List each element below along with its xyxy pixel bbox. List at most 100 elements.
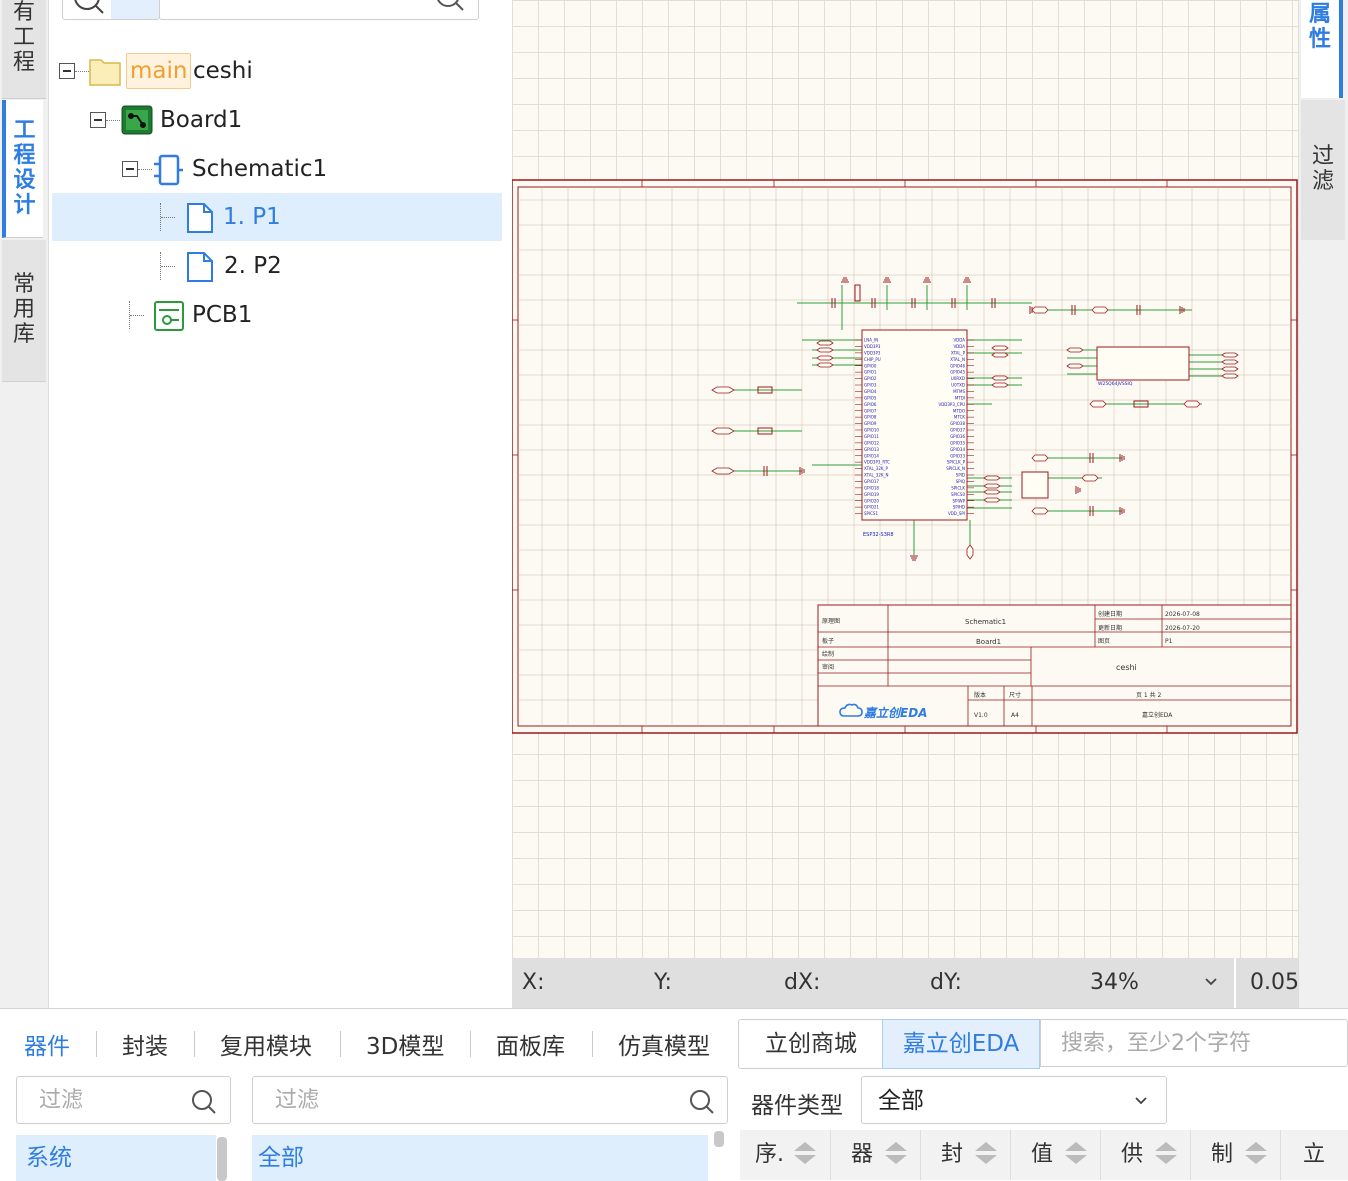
chip-pins-left: LNA_INVDD3P3VDD3P3CHIP_PUGPIO0GPIO1GPIO2… bbox=[855, 338, 890, 516]
tree-toolbar bbox=[62, 0, 160, 20]
chip-pin-label: SPID bbox=[956, 473, 965, 478]
subcategory-item-all[interactable]: 全部 bbox=[252, 1135, 708, 1181]
col-header-footprint[interactable]: 封 bbox=[921, 1130, 1011, 1180]
chip-pin-label: VDD3P3 bbox=[864, 344, 881, 349]
tree-item-page-p1[interactable]: 1. P1 bbox=[52, 193, 502, 241]
tree-item-page-p2[interactable]: 2. P2 bbox=[52, 242, 502, 290]
chip-pin-label: MTDO bbox=[953, 408, 965, 413]
collapse-icon[interactable] bbox=[90, 112, 106, 128]
divider bbox=[470, 1031, 471, 1057]
sort-desc-icon bbox=[1245, 1155, 1267, 1164]
project-tree-panel: main ceshi Board1 Schematic1 1. P1 2. P2… bbox=[49, 0, 510, 1008]
chip-pin-label: SPICS0 bbox=[951, 492, 965, 497]
tab-all-projects[interactable]: 有 工 程 bbox=[2, 0, 46, 99]
col-header-device[interactable]: 器 bbox=[831, 1130, 921, 1180]
tb-created-label: 创建日期 bbox=[1098, 610, 1122, 618]
col-label: 序. bbox=[755, 1142, 784, 1167]
col-header-value[interactable]: 值 bbox=[1011, 1130, 1101, 1180]
source-jlceda-button[interactable]: 嘉立创EDA bbox=[882, 1019, 1040, 1069]
scrollbar[interactable] bbox=[217, 1137, 227, 1181]
tree-connector bbox=[130, 315, 144, 316]
zoom-select[interactable]: 34% bbox=[1072, 958, 1232, 1008]
tab-filter[interactable]: 过 滤 bbox=[1301, 100, 1345, 240]
chip-pin-label: U0TXD bbox=[951, 383, 965, 388]
col-header-supplier[interactable]: 供 bbox=[1101, 1130, 1191, 1180]
category-item-system[interactable]: 系统 bbox=[16, 1135, 216, 1181]
col-header-manufacturer[interactable]: 制 bbox=[1191, 1130, 1281, 1180]
sort-desc-icon bbox=[794, 1155, 816, 1164]
dx-readout: dX: bbox=[784, 970, 821, 995]
chip-pin-label: GPIO6 bbox=[864, 402, 877, 407]
collapse-icon[interactable] bbox=[122, 161, 138, 177]
lib-tab-panel-lib[interactable]: 面板库 bbox=[496, 1034, 565, 1060]
chip-pin-label: SPICLK bbox=[951, 485, 965, 490]
lib-tab-3d-models[interactable]: 3D模型 bbox=[366, 1034, 445, 1060]
tb-page-of: 页 1 共 2 bbox=[1136, 691, 1162, 699]
tb-size: A4 bbox=[1011, 712, 1019, 719]
chip-pin-label: GPIO37 bbox=[950, 428, 965, 433]
lib-tab-devices[interactable]: 器件 bbox=[24, 1034, 70, 1060]
tree-item-project[interactable]: main ceshi bbox=[49, 47, 502, 95]
chip-pin-label: SPICS1 bbox=[864, 511, 878, 516]
tab-char: 属 bbox=[1308, 2, 1331, 27]
chip-pin-label: XTAL_N bbox=[950, 357, 965, 362]
tb-updated-label: 更新日期 bbox=[1098, 624, 1122, 632]
tree-item-pcb[interactable]: PCB1 bbox=[49, 291, 502, 339]
tab-char: 工 bbox=[13, 118, 36, 143]
sort-desc-icon bbox=[885, 1155, 907, 1164]
collapse-icon[interactable] bbox=[59, 63, 75, 79]
device-type-select[interactable]: 全部 bbox=[861, 1076, 1167, 1124]
col-header-lcsc[interactable]: 立 bbox=[1281, 1130, 1348, 1180]
lib-tab-sim-models[interactable]: 仿真模型 bbox=[618, 1034, 710, 1060]
page-icon bbox=[187, 203, 213, 233]
project-name: ceshi bbox=[193, 58, 253, 84]
chip-pin-label: GPIO3 bbox=[864, 383, 877, 388]
tab-project-design[interactable]: 工 程 设 计 bbox=[2, 100, 43, 238]
scrollbar[interactable] bbox=[714, 1131, 724, 1147]
chip-pin-label: SPICLK_N bbox=[946, 466, 965, 471]
tab-char: 工 bbox=[12, 25, 35, 50]
chevron-down-icon bbox=[1135, 1097, 1147, 1105]
chip-pin-label: XTAL_P bbox=[951, 350, 966, 355]
chip-pin-label: LNA_IN bbox=[864, 338, 878, 343]
tab-properties[interactable]: 属 性 bbox=[1301, 0, 1343, 98]
search-icon[interactable] bbox=[63, 0, 159, 19]
chip-pin-label: VDDA bbox=[953, 344, 965, 349]
tb-updated: 2026-07-20 bbox=[1165, 625, 1200, 632]
sort-desc-icon bbox=[975, 1155, 997, 1164]
tree-item-board[interactable]: Board1 bbox=[49, 96, 502, 144]
tab-char: 设 bbox=[13, 168, 36, 193]
left-panel-tabs: 有 工 程 工 程 设 计 常 用 库 bbox=[0, 0, 49, 1008]
chip-pin-label: GPIO33 bbox=[950, 453, 965, 458]
chip-pin-label: SPICLK_P bbox=[947, 460, 966, 465]
logo-text: 嘉立创EDA bbox=[863, 706, 927, 720]
col-header-index[interactable]: 序. bbox=[740, 1130, 831, 1180]
tab-common-library[interactable]: 常 用 库 bbox=[2, 240, 46, 382]
category-filter-input[interactable]: 过滤 bbox=[16, 1076, 231, 1124]
title-block: 原理图 Schematic1 板子 Board1 绘制 审阅 创建日期 2026… bbox=[817, 604, 1292, 727]
tree-item-schematic[interactable]: Schematic1 bbox=[49, 145, 502, 193]
lib-tab-footprints[interactable]: 封装 bbox=[122, 1034, 168, 1060]
source-lcsc-button[interactable]: 立创商城 bbox=[738, 1019, 884, 1069]
subcategory-filter-input[interactable]: 过滤 bbox=[252, 1076, 728, 1124]
grid-size[interactable]: 0.05 bbox=[1250, 970, 1299, 995]
tree-connector bbox=[75, 71, 89, 72]
chip-pin-label: VDD3P3_RTC bbox=[864, 460, 890, 465]
chip-pins-right: VDDAVDDAXTAL_PXTAL_NGPIO46GPIO45U0RXDU0T… bbox=[938, 338, 974, 516]
tree-search-input[interactable] bbox=[159, 0, 479, 20]
library-search-input[interactable]: 搜索，至少2个字符 bbox=[1040, 1019, 1348, 1067]
device-type-label: 器件类型 bbox=[751, 1093, 843, 1119]
chip-pin-label: GPIO46 bbox=[950, 363, 965, 368]
page-icon bbox=[187, 252, 213, 282]
chip-pin-label: GPIO11 bbox=[864, 434, 879, 439]
chip-pin-label: GPIO8 bbox=[864, 415, 877, 420]
lib-tab-reuse-blocks[interactable]: 复用模块 bbox=[220, 1034, 312, 1060]
sort-asc-icon bbox=[885, 1142, 907, 1151]
tb-drawn-label: 绘制 bbox=[822, 650, 834, 658]
tab-char: 用 bbox=[12, 297, 35, 322]
chip-pin-label: GPIO2 bbox=[864, 376, 877, 381]
divider bbox=[96, 1031, 97, 1057]
folder-icon bbox=[89, 59, 121, 86]
search-icon bbox=[690, 1090, 714, 1114]
